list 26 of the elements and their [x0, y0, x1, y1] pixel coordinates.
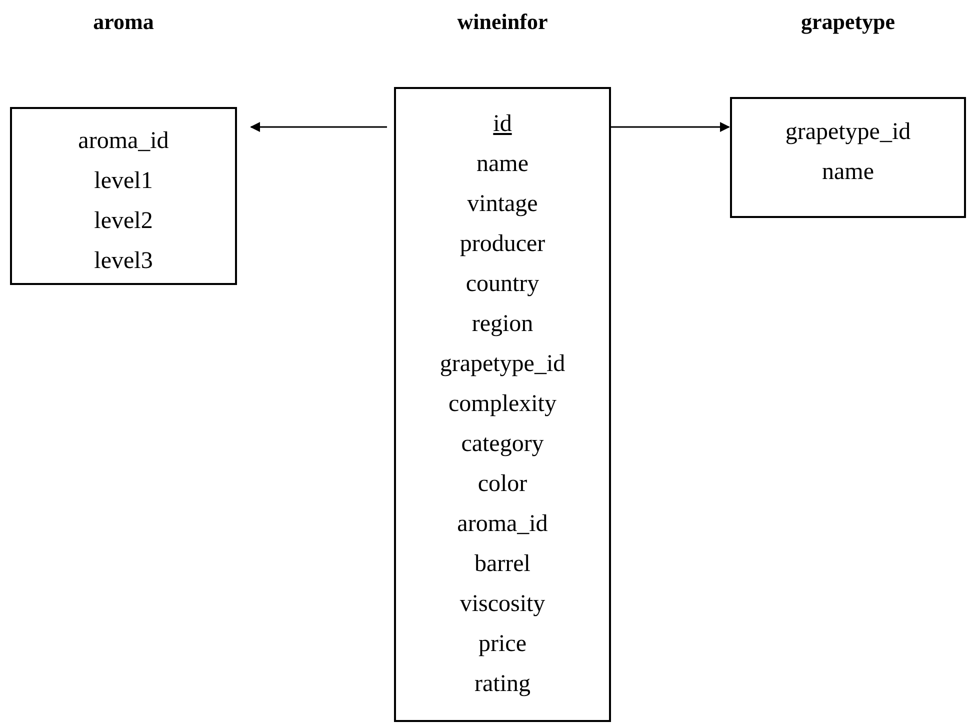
primary-key-field: id: [493, 104, 512, 144]
field-name: name: [476, 150, 528, 179]
arrow: [250, 122, 387, 132]
table-title: wineinfor: [457, 8, 548, 36]
field-name: grapetype_id: [785, 118, 911, 147]
field-name: region: [472, 310, 534, 339]
field-name: level3: [94, 247, 153, 276]
field-name: name: [822, 158, 874, 187]
field-name: complexity: [448, 390, 556, 419]
arrow: [611, 122, 730, 132]
field-name: barrel: [474, 550, 530, 579]
table-title: aroma: [93, 8, 154, 36]
field-name: country: [466, 270, 540, 299]
field-name: viscosity: [460, 590, 546, 619]
field-name: category: [461, 430, 544, 459]
field-name: vintage: [467, 190, 538, 219]
field-name: price: [478, 630, 526, 659]
field-name: aroma_id: [78, 127, 169, 156]
table-title: grapetype: [800, 8, 896, 36]
field-name: rating: [474, 670, 530, 699]
field-name: producer: [460, 230, 546, 259]
field-name: color: [478, 470, 528, 499]
field-name: grapetype_id: [440, 350, 566, 379]
field-name: level2: [94, 207, 153, 236]
field-name: level1: [94, 167, 153, 196]
field-name: aroma_id: [457, 510, 548, 539]
